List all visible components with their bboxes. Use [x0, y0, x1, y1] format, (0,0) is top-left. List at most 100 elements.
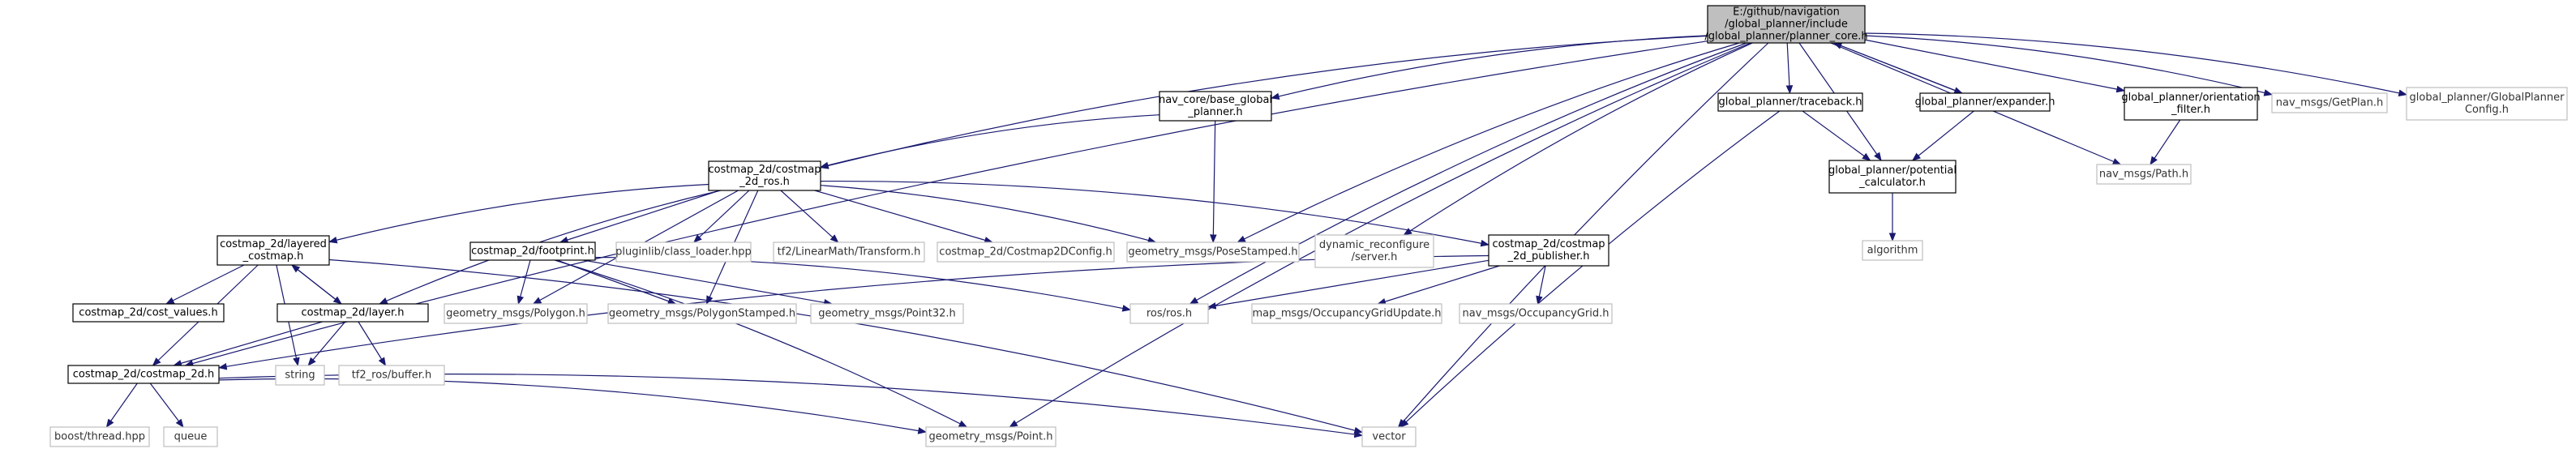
- node-label-costmap_publisher-line-1: _2d_publisher.h: [1507, 250, 1589, 263]
- node-label-geom_pose_stamped-line-0: geometry_msgs/PoseStamped.h: [1128, 246, 1297, 259]
- node-box-base_global_planner: [1159, 91, 1272, 122]
- node-label-root-line-1: /global_planner/include: [1725, 19, 1848, 31]
- node-box-tf2_buffer: [338, 365, 445, 386]
- node-box-costmap_2d: [67, 365, 220, 384]
- edge-costmap_publisher-to-occ_grid_update: [1377, 265, 1500, 306]
- edge-layer-to-layered_costmap: [291, 264, 342, 305]
- edge-traceback-to-potential_calculator: [1802, 110, 1871, 161]
- node-box-gp_config: [2406, 87, 2568, 121]
- node-box-root: [1707, 5, 1866, 44]
- node-box-geom_point: [925, 426, 1057, 447]
- edge-expander-to-potential_calculator: [1911, 110, 1974, 161]
- edge-costmap_2d-to-geom_point: [218, 378, 928, 434]
- node-label-orientation_filter-line-1: _filter.h: [2171, 104, 2210, 116]
- node-box-occ_grid_update: [1251, 303, 1442, 324]
- edge-root-to-base_global_planner: [1270, 35, 1708, 100]
- node-label-dyn_reconf-line-1: /server.h: [1352, 251, 1398, 263]
- node-label-gp_config-line-1: Config.h: [2465, 104, 2509, 116]
- edge-root-to-dyn_reconf: [1403, 42, 1753, 236]
- edge-root-to-gp_config: [1864, 32, 2408, 96]
- node-label-layered_costmap-line-0: costmap_2d/layered: [220, 238, 327, 250]
- node-label-ros_ros-line-0: ros/ros.h: [1147, 308, 1192, 320]
- node-geom_point32: geometry_msgs/Point32.h: [810, 303, 964, 324]
- node-geom_polygon: geometry_msgs/Polygon.h: [444, 303, 588, 324]
- node-ros_ros: ros/ros.h: [1129, 303, 1209, 324]
- node-occ_grid: nav_msgs/OccupancyGrid.h: [1459, 303, 1613, 324]
- edge-layer-to-costmap_2d: [173, 321, 323, 367]
- node-root[interactable]: E:/github/navigation/global_planner/incl…: [1704, 5, 1868, 44]
- node-box-pluginlib: [615, 241, 752, 263]
- edge-costmap_2d-to-boost_thread: [105, 382, 138, 428]
- node-box-layered_costmap: [216, 235, 330, 266]
- node-tf2_transform: tf2/LinearMath/Transform.h: [773, 241, 925, 263]
- node-box-geom_polygon_stamped: [607, 303, 797, 324]
- node-box-ros_ros: [1129, 303, 1209, 324]
- node-get_plan: nav_msgs/GetPlan.h: [2271, 92, 2388, 113]
- node-footprint[interactable]: costmap_2d/footprint.h: [469, 241, 596, 261]
- node-label-root-line-2: /global_planner/planner_core.h: [1704, 31, 1867, 43]
- node-label-gp_config-line-0: global_planner/GlobalPlanner: [2410, 92, 2565, 104]
- node-box-potential_calculator: [1828, 160, 1957, 194]
- node-box-costmap_publisher: [1488, 234, 1609, 267]
- node-box-geom_pose_stamped: [1126, 241, 1300, 263]
- node-cost_values[interactable]: costmap_2d/cost_values.h: [72, 303, 225, 323]
- node-label-pluginlib-line-0: pluginlib/class_loader.hpp: [615, 246, 752, 259]
- node-box-traceback: [1717, 92, 1863, 112]
- node-layer[interactable]: costmap_2d/layer.h: [276, 303, 429, 323]
- node-costmap_2d[interactable]: costmap_2d/costmap_2d.h: [67, 365, 220, 384]
- node-label-base_global_planner-line-0: nav_core/base_global: [1159, 94, 1272, 106]
- node-costmap_2d_ros[interactable]: costmap_2d/costmap_2d_ros.h: [708, 160, 821, 191]
- node-layered_costmap[interactable]: costmap_2d/layered_costmap.h: [216, 235, 330, 266]
- node-label-costmap_2d_ros-line-0: costmap_2d/costmap: [708, 164, 821, 176]
- node-label-costmap2dconfig-line-0: costmap_2d/Costmap2DConfig.h: [939, 246, 1112, 259]
- node-label-orientation_filter-line-0: global_planner/orientation: [2121, 92, 2260, 104]
- edge-costmap_2d_ros-to-pluginlib: [693, 190, 750, 243]
- node-label-nav_path-line-0: nav_msgs/Path.h: [2099, 169, 2188, 181]
- node-costmap2dconfig: costmap_2d/Costmap2DConfig.h: [937, 241, 1115, 263]
- node-label-costmap_2d-line-0: costmap_2d/costmap_2d.h: [73, 369, 215, 381]
- node-label-geom_point32-line-0: geometry_msgs/Point32.h: [818, 308, 956, 320]
- node-base_global_planner[interactable]: nav_core/base_global_planner.h: [1159, 91, 1272, 122]
- node-boost_thread: boost/thread.hpp: [49, 426, 150, 447]
- node-geom_pose_stamped: geometry_msgs/PoseStamped.h: [1126, 241, 1300, 263]
- node-box-get_plan: [2271, 92, 2388, 113]
- node-box-string: [275, 365, 325, 386]
- node-label-occ_grid-line-0: nav_msgs/OccupancyGrid.h: [1463, 308, 1609, 320]
- node-algorithm: algorithm: [1862, 240, 1923, 261]
- edge-layer-to-string: [307, 321, 346, 366]
- edge-root-to-geom_pose_stamped: [1237, 42, 1740, 243]
- node-vector: vector: [1361, 426, 1417, 447]
- node-label-geom_polygon_stamped-line-0: geometry_msgs/PolygonStamped.h: [609, 308, 795, 320]
- edge-costmap_publisher-to-occ_grid: [1536, 265, 1546, 306]
- edge-expander-to-root: [1832, 42, 1963, 94]
- node-box-geom_point32: [810, 303, 964, 324]
- node-box-footprint: [469, 241, 596, 261]
- edge-root-to-traceback: [1785, 42, 1794, 95]
- node-box-dyn_reconf: [1314, 234, 1434, 268]
- node-label-queue-line-0: queue: [174, 431, 208, 443]
- edge-orientation_filter-to-nav_path: [2150, 119, 2181, 165]
- node-label-potential_calculator-line-0: global_planner/potential: [1828, 165, 1957, 177]
- node-potential_calculator[interactable]: global_planner/potential_calculator.h: [1828, 160, 1957, 194]
- node-label-geom_polygon-line-0: geometry_msgs/Polygon.h: [446, 308, 585, 320]
- node-costmap_publisher[interactable]: costmap_2d/costmap_2d_publisher.h: [1488, 234, 1609, 267]
- edge-costmap_2d_ros-to-tf2_transform: [780, 190, 839, 243]
- node-orientation_filter[interactable]: global_planner/orientation_filter.h: [2121, 87, 2261, 121]
- node-expander[interactable]: global_planner/expander.h: [1915, 92, 2055, 112]
- node-occ_grid_update: map_msgs/OccupancyGridUpdate.h: [1251, 303, 1442, 324]
- node-label-costmap_2d_ros-line-1: _2d_ros.h: [739, 176, 790, 188]
- node-label-dyn_reconf-line-0: dynamic_reconfigure: [1319, 239, 1429, 251]
- edge-root-to-ros_ros: [1189, 42, 1747, 305]
- node-label-tf2_buffer-line-0: tf2_ros/buffer.h: [352, 370, 432, 382]
- node-box-layer: [276, 303, 429, 323]
- node-traceback[interactable]: global_planner/traceback.h: [1717, 92, 1863, 112]
- node-label-potential_calculator-line-1: _calculator.h: [1858, 177, 1926, 189]
- edge-layered_costmap-to-cost_values: [165, 264, 245, 305]
- edge-base_global_planner-to-geom_pose_stamped: [1210, 120, 1217, 244]
- node-geom_point: geometry_msgs/Point.h: [925, 426, 1057, 447]
- node-box-costmap_2d_ros: [708, 160, 821, 191]
- node-layer: E:/github/navigation/global_planner/incl…: [49, 5, 2568, 447]
- node-label-vector-line-0: vector: [1372, 431, 1406, 443]
